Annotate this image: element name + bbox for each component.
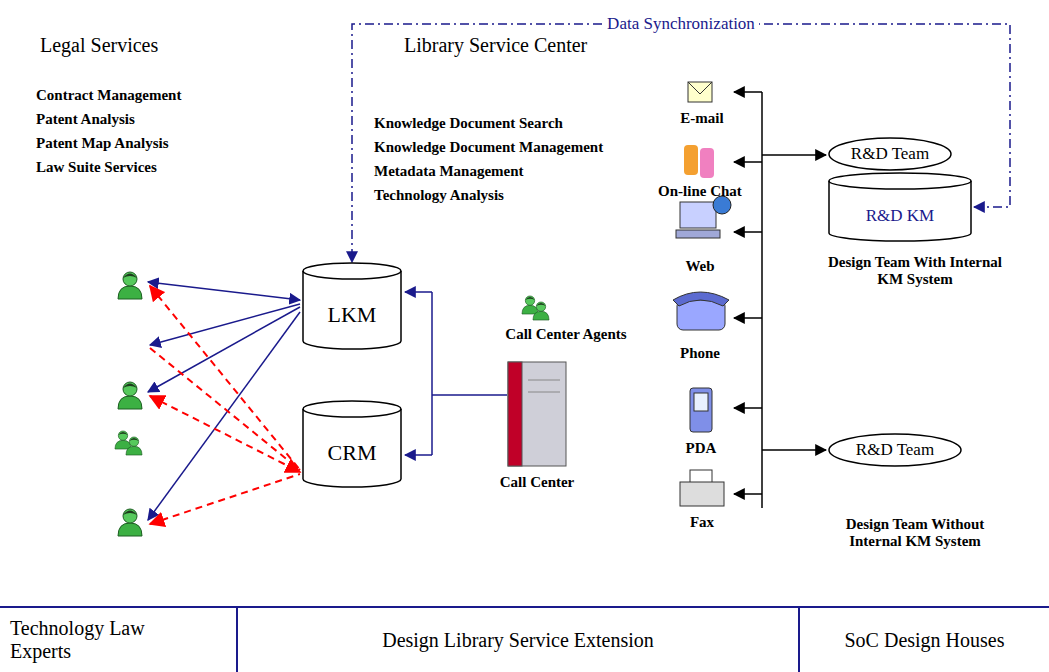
team-ellipse: R&D Team [828,137,952,171]
team-ellipse: R&D Team [828,433,962,467]
channel-arrow [734,317,762,319]
access-line [150,304,300,345]
footer-cell: Technology Law Experts [0,606,238,672]
group-heading: Library Service Center [404,34,587,57]
call-center-link [432,394,507,396]
phone-icon [673,292,729,306]
item-label: Knowledge Document Management [374,139,603,156]
item-label: Knowledge Document Search [374,115,563,132]
sync-connector [352,24,1010,262]
ellipse-outline [829,434,961,466]
person-icon [126,437,142,455]
item-label: Technology Analysis [374,187,504,204]
person-icon [118,382,142,409]
access-line [148,312,300,520]
cylinder-body [303,401,401,487]
person-icon [118,509,142,536]
person-icon [118,272,142,299]
cylinder-body [829,173,971,241]
call-center-link [431,292,433,455]
database-cylinder: CRM [302,400,402,488]
group-heading: Legal Services [40,34,158,57]
fax-icon [680,482,724,506]
access-line [148,282,300,300]
server-icon [528,380,560,381]
database-cylinder: R&D KM [828,172,972,242]
node-text: R&D Team [851,144,929,164]
web-icon [676,230,720,238]
footer-cell: Design Library Service Extension [238,606,800,672]
cylinder-rim [303,409,401,417]
crm-line [150,286,300,470]
node-text: LKM [328,302,377,327]
item-label: Phone [680,345,720,362]
agent-icon [533,302,549,320]
chat-icon [684,145,698,175]
node-text: Technology Law Experts [10,617,200,663]
server-icon [508,362,522,466]
item-label: Web [685,258,714,275]
crm-line [150,474,300,524]
channel-arrow [734,231,762,233]
channel-arrow [734,407,762,409]
item-label: Call Center Agents [505,326,626,343]
footer-cell: SoC Design Houses [800,606,1049,672]
pda-icon [690,388,712,432]
chat-icon [700,148,714,178]
node-text: Design Library Service Extension [382,629,654,652]
access-line [148,307,300,392]
phone-icon [677,300,725,330]
item-label: Metadata Management [374,163,524,180]
item-label: Contract Management [36,87,181,104]
crm-line [150,348,300,470]
item-label: E-mail [680,110,723,127]
team-arrow [762,449,826,451]
person-icon [115,431,131,449]
call-center-link [405,291,432,293]
cylinder-rim [303,271,401,279]
item-label: Fax [690,514,714,531]
channel-arrow [734,493,762,495]
cylinder-body [303,263,401,349]
web-icon [680,202,716,228]
node-text: CRM [328,440,377,465]
node-text: SoC Design Houses [844,629,1004,652]
crm-line [150,396,300,472]
node-text: R&D Team [856,440,934,460]
cylinder-rim [829,181,971,189]
item-label: On-line Chat [658,183,742,200]
item-label: Patent Analysis [36,111,135,128]
pda-icon [694,393,708,411]
channel-arrow [734,161,762,163]
item-label: Design Team Without Internal KM System [820,516,1010,551]
database-cylinder: LKM [302,262,402,350]
item-label: Law Suite Services [36,159,157,176]
item-label: Design Team With Internal KM System [825,254,1005,289]
server-icon [508,362,566,466]
item-label: Patent Map Analysis [36,135,169,152]
item-label: Call Center [500,474,575,491]
item-label: PDA [686,440,717,457]
call-center-link [405,454,432,456]
email-icon [688,82,712,94]
edge-label: Data Synchronization [603,14,759,34]
team-arrow [762,154,826,156]
server-icon [528,392,560,393]
node-text: R&D KM [866,206,934,226]
agent-icon [522,296,538,314]
email-icon [688,82,712,102]
channel-arrow [734,91,762,93]
ellipse-outline [829,138,951,170]
